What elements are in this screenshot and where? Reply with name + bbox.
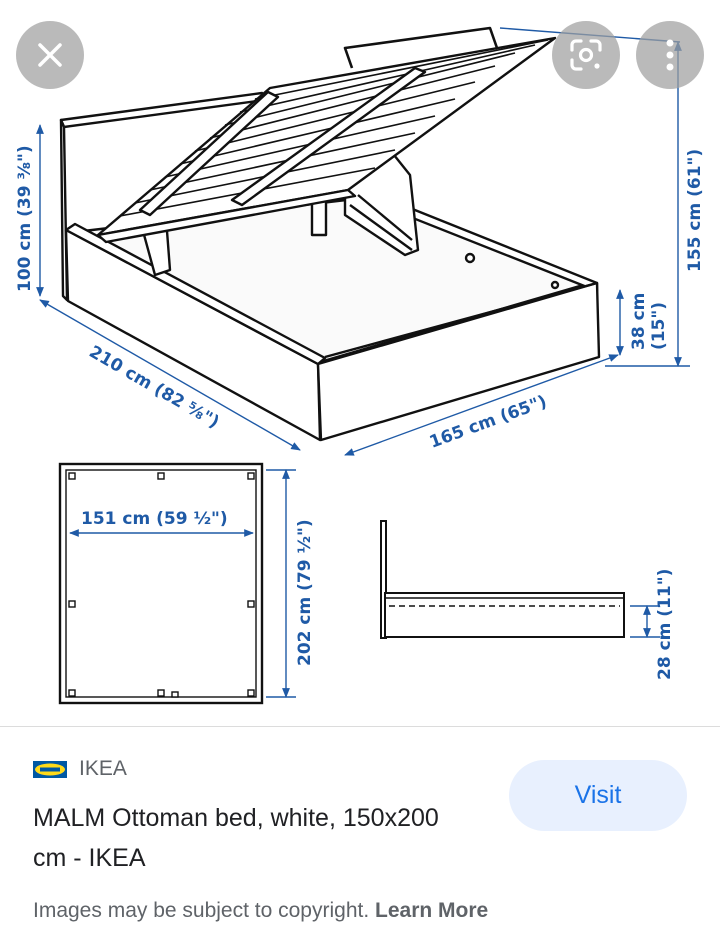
more-vert-icon [666, 39, 674, 71]
result-title[interactable]: MALM Ottoman bed, white, 150x200 cm - IK… [33, 804, 439, 872]
image-viewer: 210 cm (82 ⅝") 165 cm (65") 100 cm (39 ⅜… [15, 21, 705, 705]
copyright-notice: Images may be subject to copyright. Lear… [33, 899, 488, 923]
dim-total-height-label: 155 cm (61") [685, 149, 705, 272]
close-button[interactable] [16, 21, 84, 89]
bed-top-view [58, 462, 264, 705]
dim-inner-length-label: 202 cm (79 ½") [295, 519, 315, 666]
ikea-logo-icon [33, 760, 67, 778]
divider [0, 726, 720, 727]
dim-headboard-label: 100 cm (39 ⅜") [15, 145, 35, 292]
visit-button[interactable]: Visit [509, 760, 687, 831]
learn-more-link[interactable]: Learn More [375, 899, 489, 922]
close-icon [38, 43, 62, 67]
source-name: IKEA [79, 757, 127, 780]
dim-frame-height-in-label: (15") [649, 302, 669, 350]
bed-dimension-diagram: 210 cm (82 ⅝") 165 cm (65") 100 cm (39 ⅜… [15, 26, 705, 705]
copyright-text: Images may be subject to copyright. [33, 899, 370, 922]
dim-frame-height-cm-label: 38 cm [629, 293, 649, 350]
source-row[interactable]: IKEA [33, 757, 127, 781]
dim-inner-width-label: 151 cm (59 ½") [81, 509, 228, 529]
top-view-dimension-lines [69, 469, 296, 698]
side-view-dimension-lines [630, 605, 660, 638]
dim-under-height-label: 28 cm (11") [655, 569, 675, 680]
google-lens-button[interactable] [552, 21, 620, 89]
more-options-button[interactable] [636, 21, 704, 89]
bed-side-view [380, 520, 625, 639]
google-lens-icon [570, 39, 602, 71]
